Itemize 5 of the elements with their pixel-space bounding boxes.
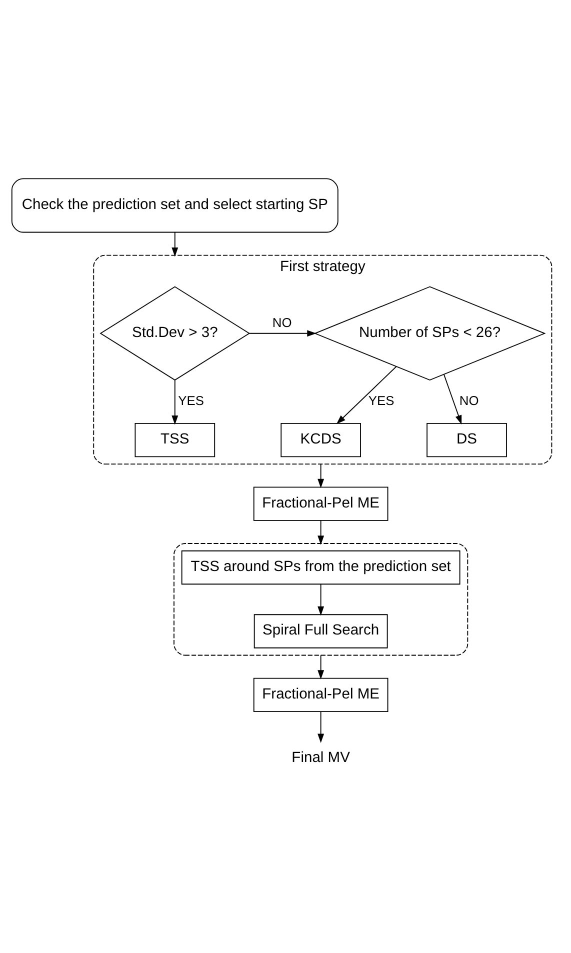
edge-label: YES bbox=[178, 392, 204, 408]
edge-label: NO bbox=[459, 392, 479, 408]
edge-label: YES bbox=[368, 392, 394, 408]
node-text: Final MV bbox=[292, 750, 350, 766]
edge-label: NO bbox=[272, 314, 292, 330]
